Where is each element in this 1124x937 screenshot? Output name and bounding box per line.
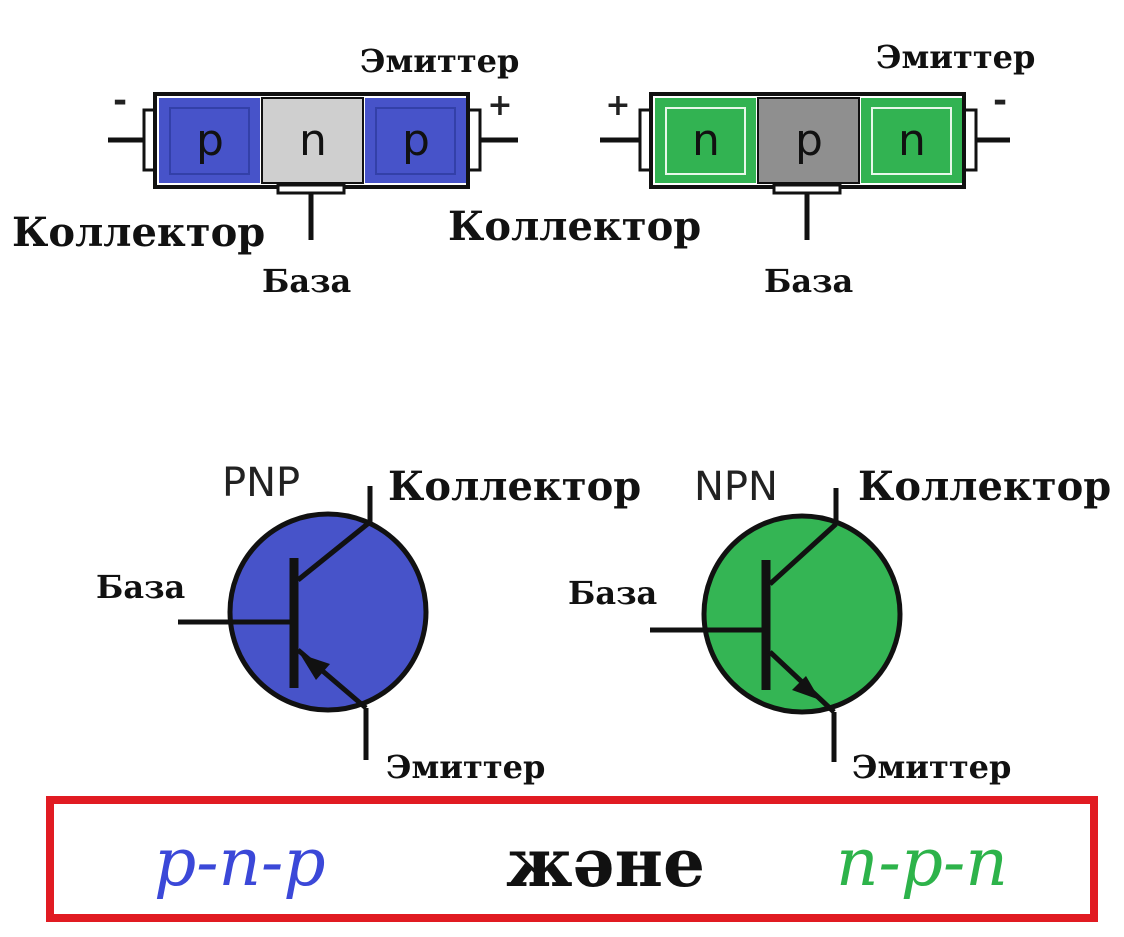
pnp-block-segment-p-right — [365, 98, 466, 183]
pnp-symbol-base-label: База — [96, 568, 185, 606]
npn-block-minus-sign: - — [993, 81, 1007, 121]
npn-block-segment-n-right — [861, 98, 962, 183]
npn-block-base-label: База — [764, 262, 853, 300]
npn-symbol-emitter-label: Эмиттер — [852, 748, 1011, 786]
npn-block-segment-p — [757, 97, 860, 184]
caption-npn-text: n-p-n — [836, 824, 1008, 901]
pnp-block-base-label: База — [262, 262, 351, 300]
pnp-block-plus-sign: + — [487, 88, 512, 123]
pnp-block-emitter-label: Эмиттер — [360, 42, 519, 80]
npn-block-emitter-label: Эмиттер — [876, 38, 1035, 76]
pnp-symbol: PNP Коллектор База Эмиттер — [96, 460, 641, 786]
pnp-symbol-circle — [227, 511, 429, 713]
npn-emitter-arrow-icon — [792, 676, 820, 700]
npn-symbol: NPN Коллектор База Эмиттер — [568, 463, 1111, 786]
pnp-emitter-arrow-icon — [300, 654, 330, 680]
pnp-block-letter-2: n — [299, 115, 327, 166]
npn-block: n p n + - Эмиттер Коллектор База — [448, 38, 1035, 300]
pnp-symbol-collector-label: Коллектор — [388, 463, 641, 510]
pnp-block-letter-3: p — [402, 115, 430, 166]
npn-block-letter-2: p — [795, 115, 823, 166]
pnp-block-minus-sign: - — [113, 81, 127, 121]
pnp-symbol-emitter-label: Эмиттер — [386, 748, 545, 786]
npn-symbol-circle — [701, 513, 903, 715]
npn-block-letter-1: n — [692, 115, 720, 166]
npn-symbol-collector-label: Коллектор — [858, 463, 1111, 510]
pnp-block: p n p - + Эмиттер Коллектор База — [12, 42, 519, 300]
npn-block-plus-sign: + — [605, 88, 630, 123]
caption-frame: p-n-p және n-p-n — [46, 796, 1098, 922]
npn-block-collector-label: Коллектор — [448, 203, 701, 250]
pnp-block-letter-1: p — [196, 115, 224, 166]
caption-pnp-text: p-n-p — [154, 824, 326, 901]
pnp-block-collector-label: Коллектор — [12, 209, 265, 256]
npn-block-letter-3: n — [898, 115, 926, 166]
caption-and-text: және — [506, 824, 705, 902]
pnp-block-segment-p-left — [159, 98, 260, 183]
pnp-symbol-type-label: PNP — [222, 460, 300, 506]
npn-symbol-base-label: База — [568, 574, 657, 612]
npn-block-segment-n-left — [655, 98, 756, 183]
pnp-block-segment-n — [261, 97, 364, 184]
npn-symbol-type-label: NPN — [694, 464, 778, 510]
